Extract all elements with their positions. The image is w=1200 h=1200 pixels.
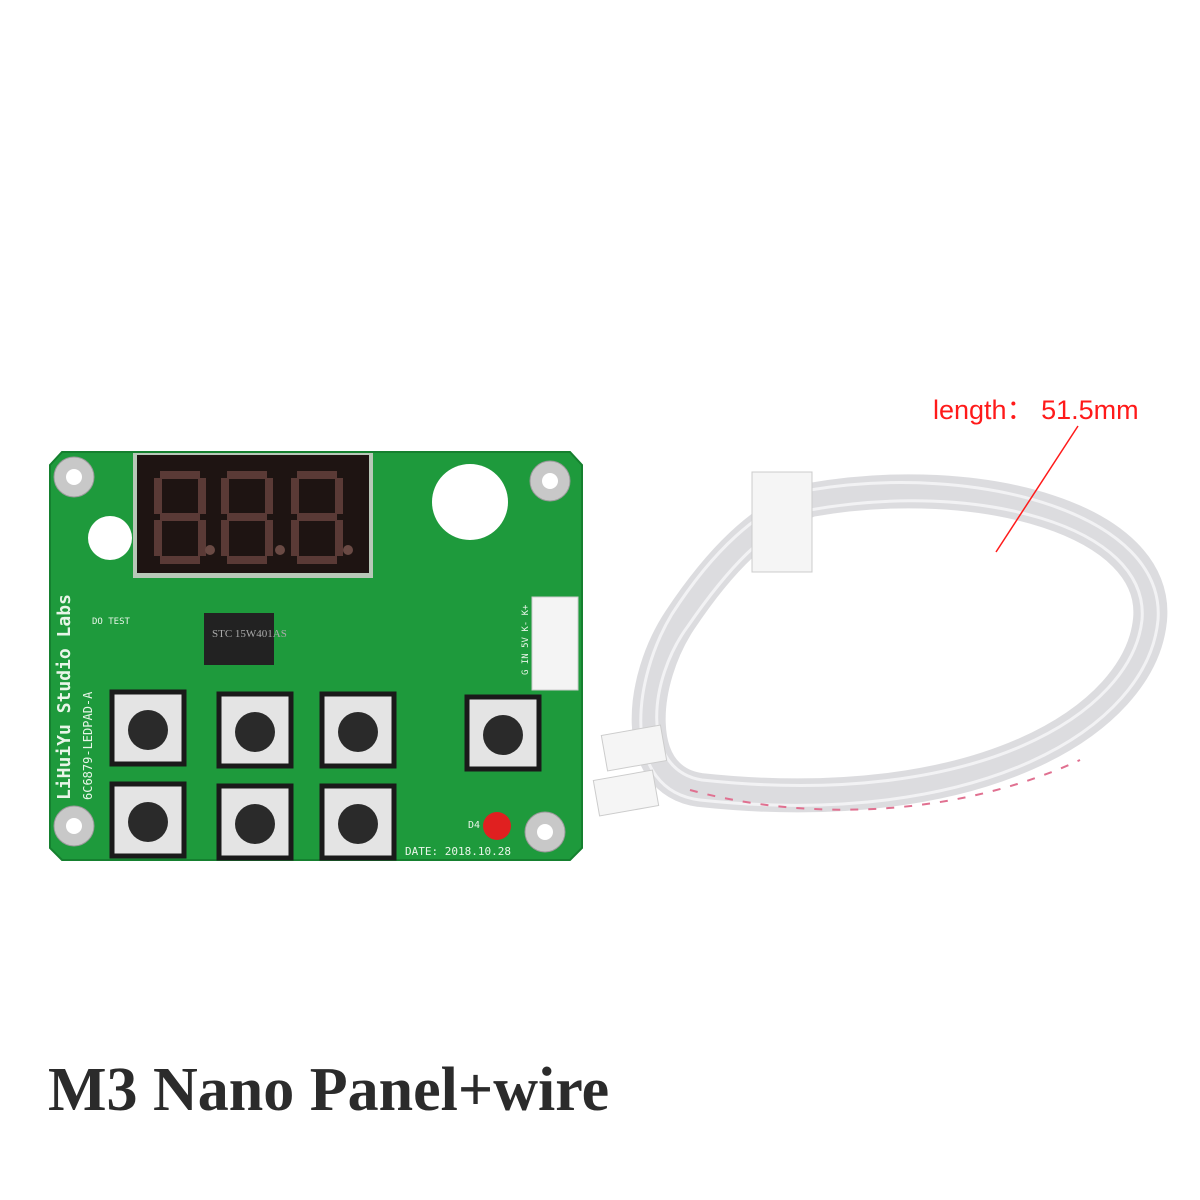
tactile-button-cap [128, 802, 168, 842]
tactile-button-cap [235, 804, 275, 844]
cable-connector-end-2 [592, 769, 660, 817]
svg-text:DO TEST: DO TEST [92, 617, 131, 627]
svg-text:STC 15W401AS: STC 15W401AS [212, 628, 287, 640]
tactile-button-cap [338, 804, 378, 844]
tactile-button-cap [338, 712, 378, 752]
red-led [483, 812, 511, 840]
pcb-board: STC 15W401AS D4 DO TEST DATE: 2018.10.28… [49, 451, 583, 861]
svg-text:6C6879-LEDPAD-A: 6C6879-LEDPAD-A [81, 691, 95, 800]
length-annotation: length： 51.5mm [933, 395, 1139, 425]
tactile-button-cap [483, 715, 523, 755]
board-connector [531, 596, 579, 691]
svg-text:DATE: 2018.10.28: DATE: 2018.10.28 [405, 845, 511, 858]
tactile-button-cap [128, 710, 168, 750]
microcontroller-chip: STC 15W401AS [204, 613, 287, 665]
annotation-leader-line [995, 425, 1079, 553]
product-caption: M3 Nano Panel+wire [48, 1056, 610, 1124]
tactile-button-cap [235, 712, 275, 752]
svg-text:G IN 5V K- K+: G IN 5V K- K+ [521, 604, 531, 675]
tactile-buttons [109, 689, 542, 861]
cable-connector-end-1 [600, 724, 668, 772]
cable-connector-top [751, 471, 813, 573]
seven-segment-display [133, 453, 373, 578]
svg-text:LiHuiYu Studio Labs: LiHuiYu Studio Labs [54, 594, 75, 800]
svg-text:D4: D4 [468, 820, 480, 831]
ribbon-cable [592, 471, 1168, 817]
